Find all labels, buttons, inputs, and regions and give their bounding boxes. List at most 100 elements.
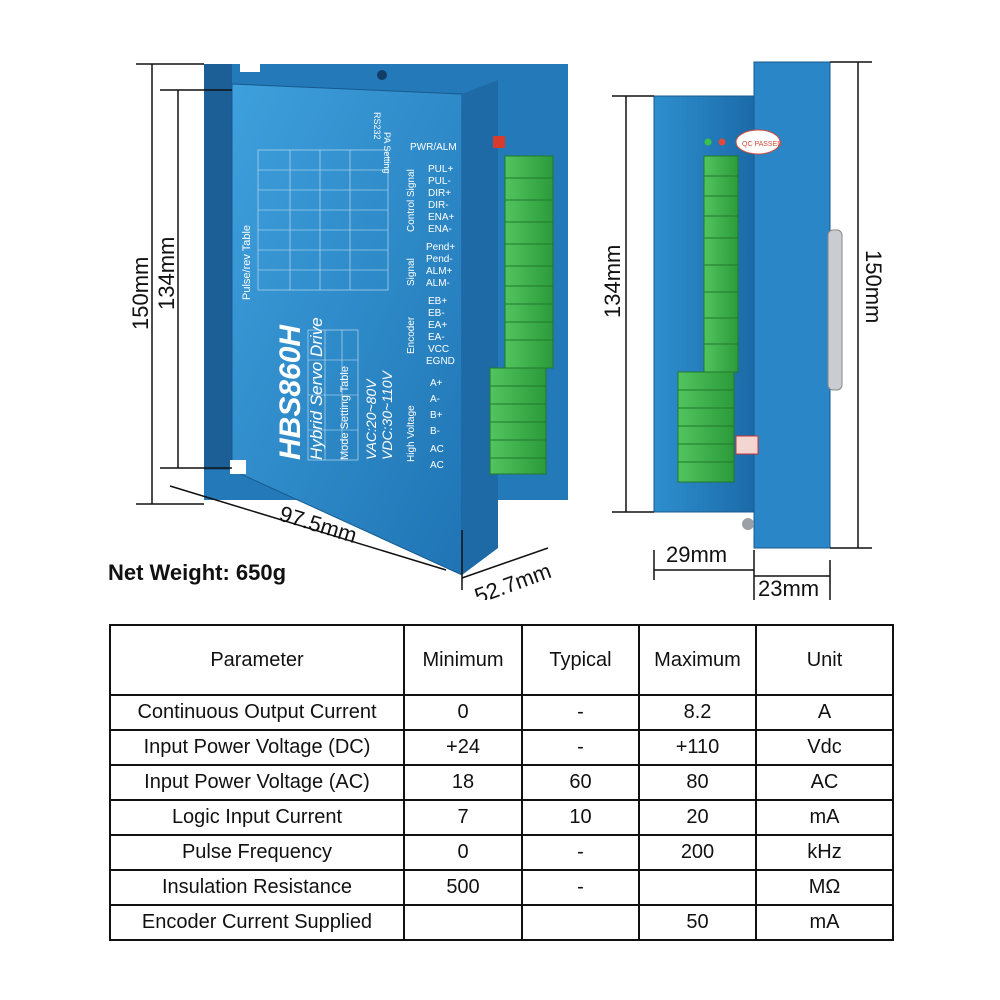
- warning-sticker: [735, 435, 759, 455]
- terminal-label: EB-: [428, 308, 445, 319]
- table-header-row: Parameter Minimum Typical Maximum Unit: [109, 624, 894, 696]
- table-cell: [521, 904, 640, 941]
- table-cell: 500: [403, 869, 523, 906]
- column-header: Maximum: [638, 624, 757, 696]
- table-cell: mA: [755, 904, 894, 941]
- table-row: Input Power Voltage (DC) +24 - +110 Vdc: [109, 729, 894, 766]
- table-cell: [638, 869, 757, 906]
- terminal-label: A+: [430, 378, 443, 389]
- terminal-label: EGND: [426, 356, 455, 367]
- table-cell: Insulation Resistance: [109, 869, 405, 906]
- vac-label: VAC:20~80V: [363, 378, 379, 460]
- table-row: Input Power Voltage (AC) 18 60 80 AC: [109, 764, 894, 801]
- column-header: Parameter: [109, 624, 405, 696]
- status-led: [493, 136, 505, 148]
- terminal-label: EA+: [428, 320, 447, 331]
- table-cell: AC: [755, 764, 894, 801]
- table-cell: Vdc: [755, 729, 894, 766]
- table-cell: 50: [638, 904, 757, 941]
- table-row: Pulse Frequency 0 - 200 kHz: [109, 834, 894, 871]
- side-view: QC PASSED: [653, 61, 843, 549]
- housing-left-edge: [204, 64, 232, 470]
- high-voltage-section-label: High Voltage: [406, 405, 417, 462]
- signal-section-label: Signal: [406, 258, 417, 286]
- dim-side-height-inner: 134mm: [600, 245, 625, 318]
- housing-side-face: [462, 80, 498, 575]
- terminal-label: AC: [430, 460, 444, 471]
- table-cell: -: [521, 729, 640, 766]
- control-terminal-labels: PUL+ PUL- DIR+ DIR- ENA+ ENA- Pend+ Pend…: [426, 164, 455, 471]
- table-cell: +24: [403, 729, 523, 766]
- terminal-label: EA-: [428, 332, 445, 343]
- dim-front-height-inner: 134mm: [154, 237, 179, 310]
- terminal-block-power: [489, 367, 547, 475]
- terminal-label: DIR+: [428, 188, 451, 199]
- side-bracket: [827, 229, 843, 391]
- table-cell: -: [521, 694, 640, 731]
- pwr-alm-label: PWR/ALM: [410, 142, 457, 153]
- terminal-label: VCC: [428, 344, 449, 355]
- pulse-rev-table: [257, 149, 389, 291]
- pa-setting-label: PA Setting: [382, 132, 392, 173]
- dim-front-depth: 52.7mm: [471, 558, 554, 600]
- table-cell: A: [755, 694, 894, 731]
- table-cell: +110: [638, 729, 757, 766]
- table-row: Insulation Resistance 500 - MΩ: [109, 869, 894, 906]
- terminal-label: B+: [430, 410, 443, 421]
- dim-side-width-b: 23mm: [758, 576, 819, 600]
- terminal-label: A-: [430, 394, 440, 405]
- table-cell: Input Power Voltage (AC): [109, 764, 405, 801]
- mode-table-title: Mode Setting Table: [339, 366, 351, 460]
- mount-slot: [230, 460, 246, 474]
- table-cell: mA: [755, 799, 894, 836]
- terminal-label: EB+: [428, 296, 447, 307]
- terminal-block-control: [504, 155, 554, 287]
- mode-setting-table: [307, 329, 359, 461]
- subtitle-label: Hybrid Servo Drive: [307, 317, 326, 460]
- table-cell: 7: [403, 799, 523, 836]
- side-dimension-lines: [612, 61, 872, 600]
- qc-sticker-text: QC PASSED: [742, 141, 782, 148]
- column-header: Minimum: [403, 624, 523, 696]
- side-terminal-encoder: [703, 291, 739, 373]
- table-row: Continuous Output Current 0 - 8.2 A: [109, 694, 894, 731]
- table-cell: 18: [403, 764, 523, 801]
- table-cell: 200: [638, 834, 757, 871]
- table-cell: Logic Input Current: [109, 799, 405, 836]
- pulse-table-title: Pulse/rev Table: [241, 225, 253, 300]
- product-illustration: HBS860H Hybrid Servo Drive VAC:20~80V VD…: [128, 61, 886, 600]
- column-header: Typical: [521, 624, 640, 696]
- terminal-label: DIR-: [428, 200, 449, 211]
- terminal-label: ALM+: [426, 266, 453, 277]
- terminal-label: PUL+: [428, 164, 453, 175]
- front-dimension-lines: [136, 63, 549, 590]
- net-weight: Net Weight: 650g: [108, 560, 287, 585]
- table-row: Logic Input Current 7 10 20 mA: [109, 799, 894, 836]
- terminal-label: ENA-: [428, 224, 452, 235]
- side-terminal-signal: [703, 237, 739, 293]
- table-cell: Pulse Frequency: [109, 834, 405, 871]
- terminal-label: Pend-: [426, 254, 453, 265]
- terminal-label: AC: [430, 444, 444, 455]
- qc-sticker: [735, 129, 781, 155]
- table-cell: 0: [403, 694, 523, 731]
- side-terminal-control: [703, 155, 739, 239]
- table-cell: 0: [403, 834, 523, 871]
- status-led: [718, 138, 726, 146]
- dim-side-width-a: 29mm: [666, 542, 727, 567]
- status-led: [704, 138, 712, 146]
- table-cell: -: [521, 834, 640, 871]
- dim-side-height-outer: 150mm: [861, 250, 886, 323]
- control-signal-section-label: Control Signal: [406, 169, 417, 232]
- table-cell: 60: [521, 764, 640, 801]
- screw-icon: [377, 70, 387, 80]
- terminal-block-encoder: [504, 285, 554, 369]
- dim-front-height-outer: 150mm: [128, 257, 153, 330]
- table-cell: 20: [638, 799, 757, 836]
- encoder-section-label: Encoder: [406, 316, 417, 354]
- rs232-label: RS232: [372, 112, 382, 140]
- side-terminal-power: [677, 371, 735, 483]
- vdc-label: VDC:30~110V: [379, 369, 395, 460]
- table-cell: MΩ: [755, 869, 894, 906]
- table-cell: kHz: [755, 834, 894, 871]
